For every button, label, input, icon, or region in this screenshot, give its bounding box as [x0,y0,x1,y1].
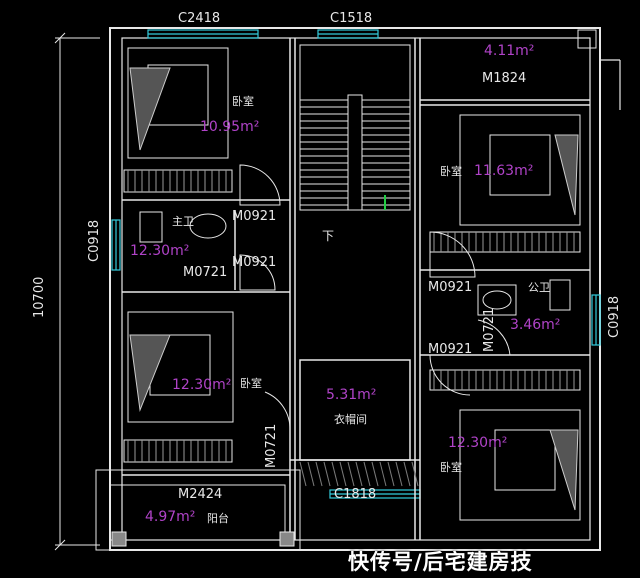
overall-dimension: 10700 [32,276,47,318]
bed-se [459,409,581,521]
door-label-m0921-b: M0921 [232,255,277,270]
door-label-m0921-a: M0921 [232,209,277,224]
drawing-line [315,461,323,487]
bathroom-fixtures [139,211,571,316]
room-area-terrace: 4.11m² [484,43,535,59]
door-label-m0921-d: M0921 [428,342,473,357]
wardrobes [123,169,581,463]
floor-hatch [299,461,419,487]
drawing-line [387,461,395,487]
bed-nw [127,47,229,159]
stair-down-label: 下 [322,229,335,243]
dimension-line [54,32,100,551]
room-name-bedroom-w: 卧室 [240,377,262,390]
room-area-balcony: 4.97m² [145,509,196,525]
room-name-bedroom-se: 卧室 [440,461,462,474]
drawing-line [411,461,419,487]
room-name-bathroom-e: 公卫 [528,281,550,294]
drawing-line [355,461,363,487]
room-area-bathroom-e: 3.46m² [510,317,561,333]
room-area-bedroom-w: 12.30m² [172,377,232,393]
drawing-line [323,461,331,487]
balcony [95,469,301,551]
door-label-m0921-c: M0921 [428,280,473,295]
drawing-line [363,461,371,487]
bed-w [127,311,234,423]
window-label-c0918-left: C0918 [87,219,102,262]
door-label-m0721-c: M0721 [264,423,279,468]
room-name-bedroom-ne: 卧室 [440,165,462,178]
room-area-bedroom-se: 12.30m² [448,435,508,451]
windows [111,29,601,499]
window-label-c0918-right: C0918 [607,295,622,338]
door-swings [239,164,511,431]
drawing-line [403,461,411,487]
staircase [299,44,411,211]
watermark: 快传号/后宅建房技 [348,550,533,574]
drawing-line [347,461,355,487]
interior-walls [122,38,590,540]
drawing-line [371,461,379,487]
beds [127,47,581,521]
room-name-closet: 衣帽间 [334,413,367,426]
drawing-line [395,461,403,487]
drawing-line [379,461,387,487]
window-label-c2418: C2418 [178,11,221,26]
bed-ne [459,114,581,226]
door-label-m0721-b: M0721 [482,307,497,352]
drawing-line [331,461,339,487]
corner-column [577,29,597,49]
window-label-c1518: C1518 [330,11,373,26]
drawing-line [339,461,347,487]
room-area-bedroom-nw: 10.95m² [200,119,260,135]
drawing-line [299,461,307,487]
room-area-closet: 5.31m² [326,387,377,403]
drawing-line [307,461,315,487]
door-label-m2424: M2424 [178,487,223,502]
room-name-bathroom-w: 主卫 [172,215,194,228]
room-area-bathroom-w: 12.30m² [130,243,190,259]
window-label-c1818: C1818 [334,487,377,502]
door-label-m0721-a: M0721 [183,265,228,280]
door-label-m1824: M1824 [482,71,527,86]
room-area-bedroom-ne: 11.63m² [474,163,534,179]
room-name-balcony: 阳台 [207,512,229,525]
room-name-bedroom-nw: 卧室 [232,95,254,108]
